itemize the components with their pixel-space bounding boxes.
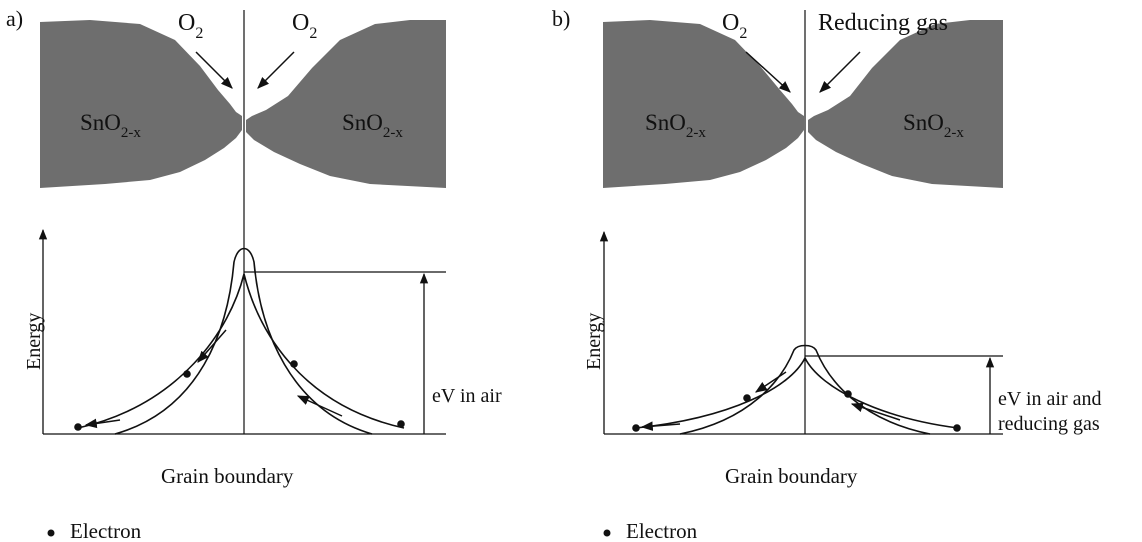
panel-b-electron bbox=[743, 394, 751, 402]
panel-a-barrier-label: eV in air bbox=[432, 385, 502, 407]
panel-b-gas-right-label: Reducing gas bbox=[818, 10, 948, 36]
panel-b-electron-path-arrow-mid-left bbox=[755, 371, 787, 393]
panel-b-electron-path-arrow-left bbox=[640, 421, 681, 431]
panel-a-gas-right-label: O2 bbox=[292, 10, 317, 42]
panel-b-gas-right-arrow bbox=[819, 51, 861, 93]
panel-a-band-inner-curve bbox=[77, 273, 405, 429]
panel-b-grain-right-label: SnO2-x bbox=[903, 110, 964, 141]
panel-b-band-inner-curve bbox=[635, 356, 959, 429]
panel-b: b) O2 Reducing gas SnO2-x SnO2-x Energy … bbox=[552, 6, 1107, 542]
panel-b-legend-electron-dot bbox=[603, 529, 611, 537]
panel-b-boundary-label: Grain boundary bbox=[725, 464, 858, 488]
panel-a-legend-electron-dot bbox=[47, 529, 55, 537]
panel-a-grain-right-label: SnO2-x bbox=[342, 110, 403, 141]
panel-b-electron bbox=[844, 390, 852, 398]
panel-a-tag: a) bbox=[6, 6, 23, 31]
panel-a-electron-path-arrow-mid-left bbox=[197, 329, 227, 363]
panel-b-barrier-label: eV in air and reducing gas bbox=[998, 388, 1107, 435]
panel-a-gas-left-label: O2 bbox=[178, 10, 203, 42]
panel-b-left-grain bbox=[603, 20, 804, 188]
panel-a-energy-label: Energy bbox=[23, 313, 45, 370]
panel-b-grain-left-label: SnO2-x bbox=[645, 110, 706, 141]
panel-a-right-grain bbox=[246, 20, 446, 188]
panel-b-energy-label: Energy bbox=[583, 313, 605, 370]
panel-a: a) O2 O2 SnO2-x SnO2-x Energy eV in air bbox=[6, 6, 502, 542]
panel-b-electron bbox=[953, 424, 961, 432]
panel-a-grain-left-label: SnO2-x bbox=[80, 110, 141, 141]
panel-a-electron bbox=[183, 370, 191, 378]
panel-a-legend-label: Electron bbox=[70, 519, 142, 542]
panel-b-electron bbox=[632, 424, 640, 432]
panel-a-gas-right-arrow bbox=[257, 51, 295, 89]
panel-b-right-grain bbox=[808, 20, 1003, 188]
panel-a-band-outer-curve bbox=[114, 247, 373, 435]
panel-a-electron bbox=[397, 420, 405, 428]
panel-a-electron bbox=[74, 423, 82, 431]
panel-a-electron-path-arrow-right bbox=[296, 395, 343, 417]
panel-a-left-grain bbox=[40, 20, 242, 188]
panel-a-gas-left-arrow bbox=[195, 51, 233, 89]
panel-a-electron bbox=[290, 360, 298, 368]
panel-b-tag: b) bbox=[552, 6, 570, 31]
panel-b-gas-left-arrow bbox=[745, 51, 791, 93]
panel-a-electron-path-arrow-left bbox=[84, 418, 121, 429]
panel-b-legend-label: Electron bbox=[626, 519, 698, 542]
panel-b-gas-left-label: O2 bbox=[722, 10, 747, 42]
panel-b-electron-path-arrow-right bbox=[850, 402, 901, 421]
panel-a-boundary-label: Grain boundary bbox=[161, 464, 294, 488]
